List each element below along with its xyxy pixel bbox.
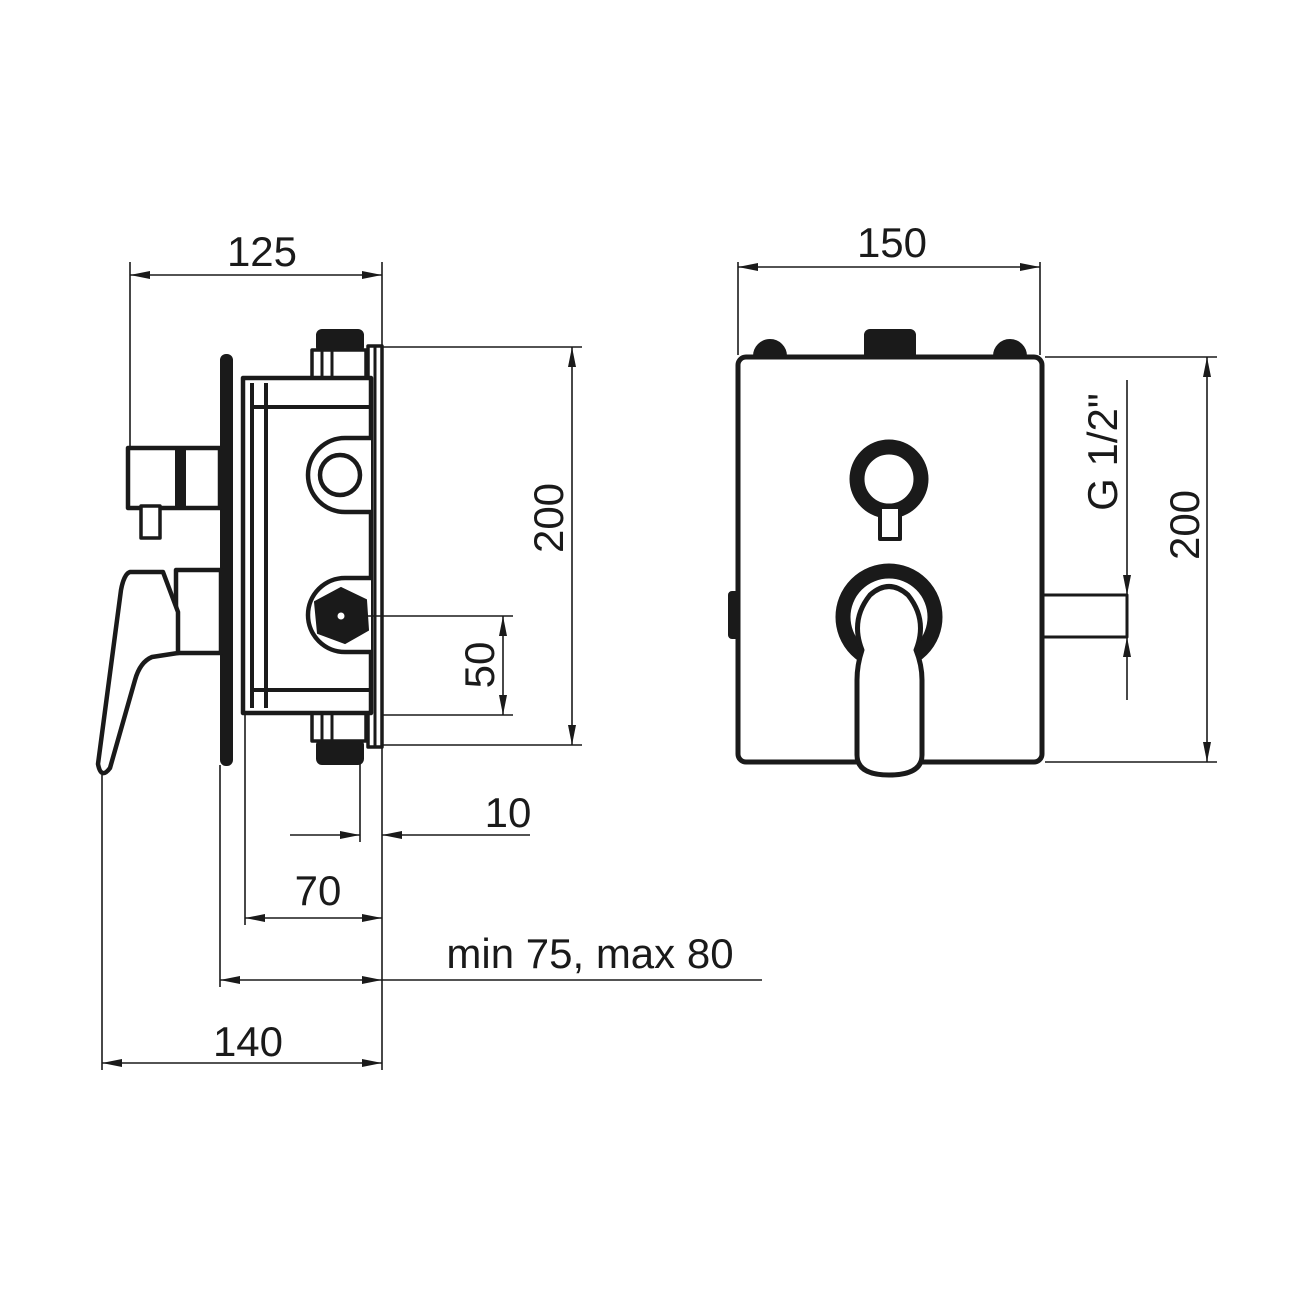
dim-150-label: 150 — [857, 219, 927, 266]
thread-size-label: G 1/2" — [1079, 393, 1126, 511]
front-view-dimensions: 150 200 G 1/2" — [737, 219, 1217, 763]
dim-200-front-label: 200 — [1161, 490, 1208, 560]
dim-200-side-label: 200 — [525, 483, 572, 553]
front-lever-handle — [854, 584, 925, 778]
lever-block — [173, 567, 224, 656]
dim-min-max-label: min 75, max 80 — [446, 930, 733, 977]
diverter-knob — [125, 445, 223, 511]
dim-50-label: 50 — [456, 642, 503, 689]
diverter-stem — [878, 505, 902, 541]
dim-125-label: 125 — [227, 228, 297, 275]
dim-140-label: 140 — [213, 1018, 283, 1065]
lever-handle — [95, 569, 181, 776]
outlet-pipe — [1041, 593, 1129, 639]
dim-70-label: 70 — [295, 867, 342, 914]
valve-body-box — [240, 375, 374, 716]
front-view — [728, 329, 1129, 778]
upper-port — [317, 452, 363, 498]
cover-plate — [220, 354, 233, 766]
dim-10-label: 10 — [485, 789, 532, 836]
bottom-nut — [316, 739, 364, 765]
side-view — [95, 329, 384, 776]
diverter-pin — [139, 504, 162, 540]
side-view-dimensions: 125 200 50 10 70 min 75, max 80 140 — [101, 228, 762, 1070]
